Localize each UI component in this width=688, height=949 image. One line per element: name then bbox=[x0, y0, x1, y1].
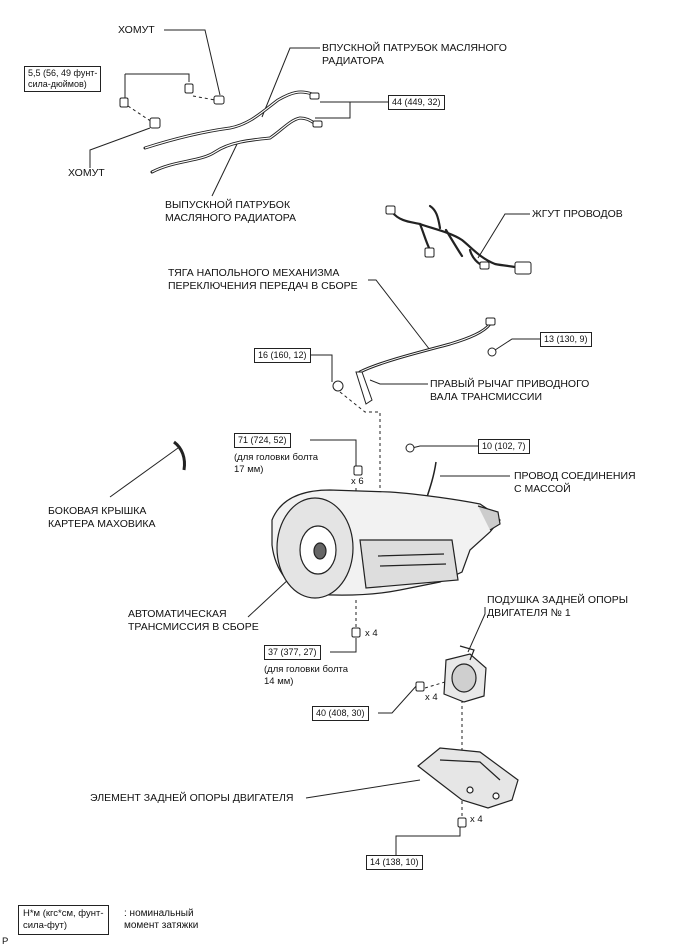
leader-torque-13 bbox=[491, 338, 540, 353]
torque-40: 40 (408, 30) bbox=[312, 706, 369, 721]
clamp-top-label: ХОМУТ bbox=[118, 24, 155, 36]
clamp-top-shape bbox=[213, 95, 225, 105]
leader-clamp-bottom bbox=[89, 127, 151, 168]
leader-transmission bbox=[247, 577, 291, 618]
mount-member-label: ЭЛЕМЕНТ ЗАДНЕЙ ОПОРЫ ДВИГАТЕЛЯ bbox=[90, 792, 294, 804]
transmission-label: АВТОМАТИЧЕСКАЯ ТРАНСМИССИЯ В СБОРЕ bbox=[128, 608, 259, 633]
leader-clamp-top bbox=[164, 29, 221, 96]
ground-wire-shape bbox=[425, 461, 437, 501]
qty-x6: x 6 bbox=[351, 476, 364, 487]
leader-torque-10 bbox=[411, 445, 478, 449]
wire-harness-label: ЖГУТ ПРОВОДОВ bbox=[532, 208, 623, 220]
qty-x4-transmission: x 4 bbox=[365, 628, 378, 639]
side-cover-shape bbox=[173, 440, 186, 471]
bolt-14mm-note: (для головки болта 14 мм) bbox=[264, 664, 349, 687]
ground-wire-label: ПРОВОД СОЕДИНЕНИЯ С МАССОЙ bbox=[514, 470, 636, 495]
torque-legend-meaning: : номинальный момент затяжки bbox=[124, 908, 199, 931]
qty-x4-member: x 4 bbox=[470, 814, 483, 825]
leader-shift-rod bbox=[368, 279, 431, 351]
torque-37: 37 (377, 27) bbox=[264, 645, 321, 660]
torque-10: 10 (102, 7) bbox=[478, 439, 530, 454]
torque-44: 44 (449, 32) bbox=[388, 95, 445, 110]
corner-mark: P bbox=[2, 936, 9, 947]
leader-outlet-hose bbox=[211, 141, 239, 197]
leader-torque-16 bbox=[307, 354, 333, 382]
leader-inlet-hose bbox=[261, 47, 320, 118]
bolt-shape-1 bbox=[119, 97, 129, 108]
torque-71: 71 (724, 52) bbox=[234, 433, 291, 448]
torque-14: 14 (138, 10) bbox=[366, 855, 423, 870]
torque-13: 13 (130, 9) bbox=[540, 332, 592, 347]
torque-16: 16 (160, 12) bbox=[254, 348, 311, 363]
leader-wire-harness bbox=[477, 213, 530, 259]
clamp-bottom-label: ХОМУТ bbox=[68, 167, 105, 179]
leader-shaft-lever bbox=[369, 379, 428, 385]
torque-5-5: 5,5 (56, 49 фунт- сила-дюймов) bbox=[24, 66, 102, 92]
oil-cooler-hoses bbox=[143, 90, 318, 174]
leader-torque-37 bbox=[330, 638, 357, 653]
wire-harness-shape bbox=[390, 204, 522, 270]
inlet-hose-label: ВПУСКНОЙ ПАТРУБОК МАСЛЯНОГО РАДИАТОРА bbox=[322, 42, 507, 67]
torque-units-legend: Н*м (кгс*см, фунт- сила-фут) bbox=[18, 905, 109, 935]
mount-member-shape bbox=[417, 747, 519, 809]
clamp-bottom-shape bbox=[149, 117, 161, 129]
shift-rod-label: ТЯГА НАПОЛЬНОГО МЕХАНИЗМА ПЕРЕКЛЮЧЕНИЯ П… bbox=[168, 267, 358, 292]
leader-mount-cushion bbox=[467, 607, 486, 653]
leader-torque-71 bbox=[310, 439, 357, 468]
bolt-shape-2 bbox=[184, 83, 194, 94]
leader-torque-40 bbox=[378, 683, 419, 714]
leader-torque-14 bbox=[395, 826, 461, 862]
qty-x4-cushion: x 4 bbox=[425, 692, 438, 703]
leader-side-cover bbox=[109, 447, 179, 498]
leader-torque-5-5 bbox=[125, 73, 190, 82]
outlet-hose-label: ВЫПУСКНОЙ ПАТРУБОК МАСЛЯНОГО РАДИАТОРА bbox=[165, 199, 297, 224]
mount-cushion-label: ПОДУШКА ЗАДНЕЙ ОПОРЫ ДВИГАТЕЛЯ № 1 bbox=[487, 594, 629, 619]
mount-cushion-shape bbox=[443, 645, 487, 703]
side-cover-label: БОКОВАЯ КРЫШКА КАРТЕРА МАХОВИКА bbox=[48, 505, 156, 530]
leader-mount-member bbox=[305, 779, 421, 799]
shaft-lever-label: ПРАВЫЙ РЫЧАГ ПРИВОДНОГО ВАЛА ТРАНСМИССИИ bbox=[430, 378, 590, 403]
bolt-17mm-note: (для головки болта 17 мм) bbox=[234, 452, 319, 475]
transmission-shape bbox=[271, 489, 501, 599]
leader-torque-44 bbox=[315, 101, 388, 119]
